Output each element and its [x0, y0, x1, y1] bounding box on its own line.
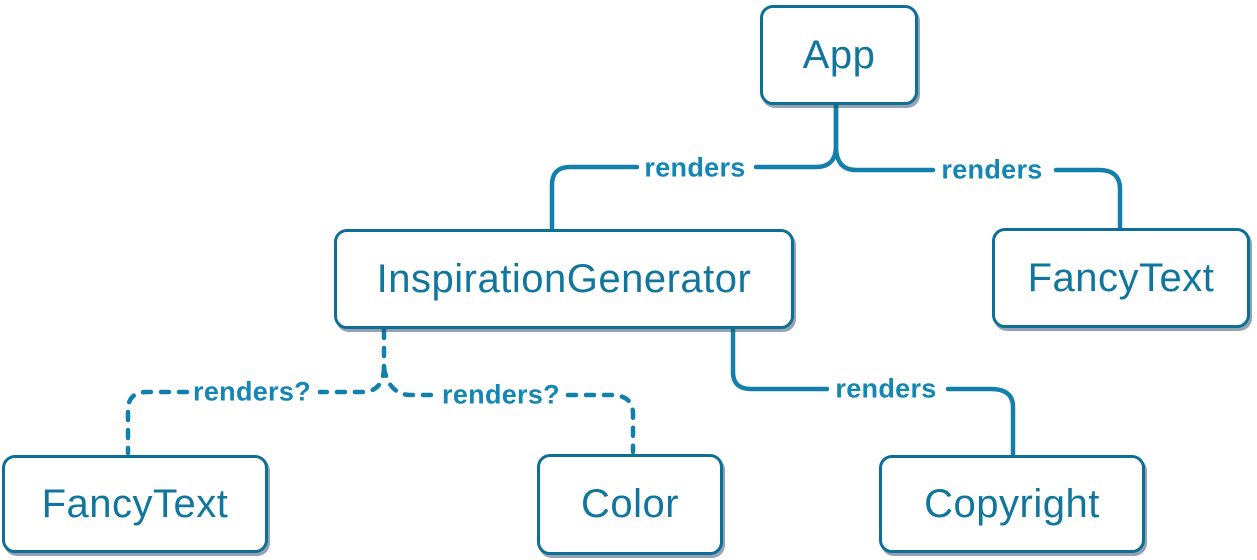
edge-label-renders-app-fancytext: renders [941, 154, 1043, 185]
edge-label-renders-conditional-fancytext: renders? [193, 376, 311, 407]
edge-app-fancytext-segment-b [1053, 167, 1123, 230]
edge-inspirationgenerator-color-dashed-segment-b [565, 392, 636, 455]
node-color-label: Color [580, 482, 680, 526]
edge-inspirationgenerator-copyright-segment-b [945, 386, 1016, 457]
node-copyright-label: Copyright [924, 481, 1100, 526]
edge-app-inspirationgenerator-segment-a [753, 101, 839, 170]
edge-inspirationgenerator-color-dashed-segment-a [381, 365, 436, 398]
edge-inspirationgenerator-fancytext-dashed-segment-b [125, 389, 190, 456]
node-fancy-text-top-label: FancyText [1027, 255, 1215, 300]
edge-label-renders-inspirationgenerator-copyright: renders [835, 373, 937, 404]
node-app-label: App [802, 32, 876, 77]
edge-inspirationgenerator-copyright-segment-a [730, 327, 830, 392]
node-fancy-text-bottom-label: FancyText [41, 481, 229, 526]
edge-app-inspirationgenerator-segment-b [549, 164, 640, 231]
node-copyright: Copyright [879, 455, 1145, 553]
node-app: App [760, 5, 918, 105]
edge-app-fancytext-segment-a [833, 101, 936, 173]
edge-inspirationgenerator-fancytext-dashed-segment-a [317, 365, 387, 395]
edge-label-renders-conditional-color: renders? [442, 379, 560, 410]
node-inspiration-generator: InspirationGenerator [334, 229, 794, 329]
node-color: Color [537, 454, 723, 555]
edge-label-renders-app-inspirationgenerator: renders [644, 152, 746, 183]
node-fancy-text-bottom: FancyText [2, 455, 268, 553]
node-inspiration-generator-label: InspirationGenerator [376, 256, 752, 301]
node-fancy-text-top: FancyText [992, 228, 1250, 328]
